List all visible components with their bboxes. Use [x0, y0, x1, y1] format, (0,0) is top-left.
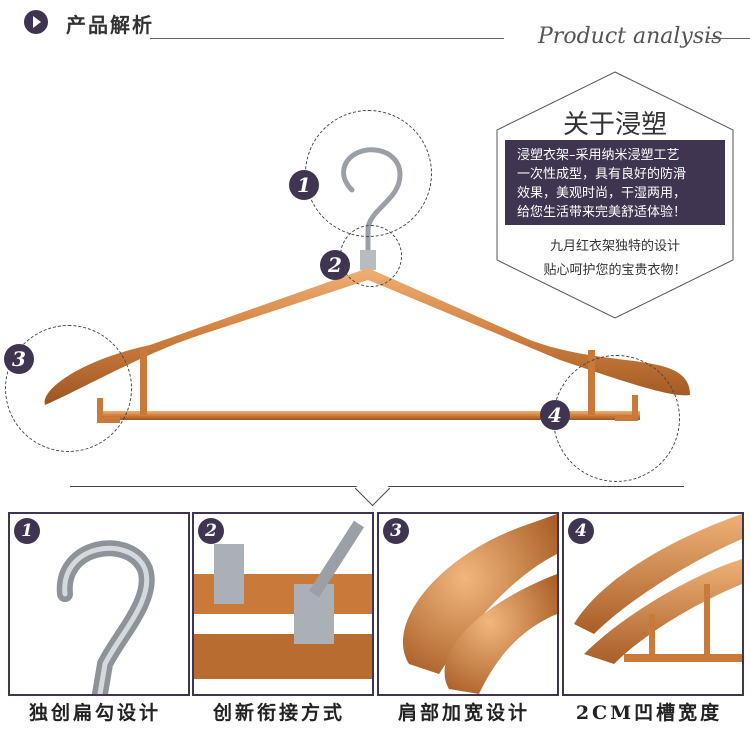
- shoulder-closeup: [402, 514, 557, 694]
- callout-circle-hook: [305, 110, 432, 237]
- detail-panel-shoulder: 3: [377, 512, 559, 696]
- detail-caption: 肩部加宽设计: [397, 702, 530, 724]
- detail-number: 1: [14, 518, 40, 544]
- info-line: 浸塑衣架–采用纳米浸塑工艺: [517, 148, 680, 163]
- info-line: 一次性成型，具有良好的防滑: [517, 167, 687, 182]
- detail-panel-groove: 4: [562, 512, 744, 696]
- header-rule-right: [708, 38, 750, 39]
- info-panel: 关于浸塑 浸塑衣架–采用纳米浸塑工艺 一次性成型，具有良好的防滑 效果，美观时尚…: [495, 70, 735, 320]
- play-arrow-icon: [24, 10, 48, 34]
- detail-caption: 2CM凹槽宽度: [575, 702, 723, 724]
- left-support: [140, 350, 147, 415]
- info-line: 给您生活带来完美舒适体验！: [517, 205, 687, 220]
- section-title: 产品解析: [66, 13, 154, 37]
- detail-caption: 独创扁勾设计: [28, 702, 161, 724]
- info-sub-line: 贴心呵护您的宝贵衣物！: [543, 263, 687, 278]
- detail-panel-joint: 2: [192, 512, 374, 696]
- hanger-illustration: 1 2 3 4: [0, 50, 750, 490]
- detail-number: 3: [383, 518, 409, 544]
- info-description-band: 浸塑衣架–采用纳米浸塑工艺 一次性成型，具有良好的防滑 效果，美观时尚，干湿两用…: [505, 140, 725, 225]
- section-subtitle-en: Product analysis: [538, 24, 723, 49]
- callout-circle-clip: [553, 355, 680, 482]
- hanger-bar: [100, 411, 640, 420]
- callout-circle-shoulder: [5, 325, 132, 452]
- joint-closeup: [194, 520, 372, 679]
- marker-1: 1: [289, 170, 319, 200]
- marker-3: 3: [4, 344, 34, 374]
- info-subtext: 九月红衣架独特的设计 贴心呵护您的宝贵衣物！: [495, 235, 735, 283]
- groove-closeup: [574, 514, 742, 664]
- info-heading: 关于浸塑: [562, 110, 667, 140]
- info-line: 效果，美观时尚，干湿两用，: [517, 186, 687, 201]
- info-sub-line: 九月红衣架独特的设计: [549, 239, 680, 254]
- hook-closeup: [56, 540, 155, 694]
- section-header: 产品解析 Product analysis: [0, 0, 750, 50]
- marker-4: 4: [540, 400, 570, 430]
- detail-panel-hook: 1: [8, 512, 190, 696]
- marker-2: 2: [320, 250, 350, 280]
- callout-circle-joint: [340, 225, 402, 287]
- detail-number: 2: [198, 518, 224, 544]
- detail-number: 4: [568, 518, 594, 544]
- detail-caption: 创新衔接方式: [212, 702, 345, 724]
- header-rule-left: [150, 38, 504, 39]
